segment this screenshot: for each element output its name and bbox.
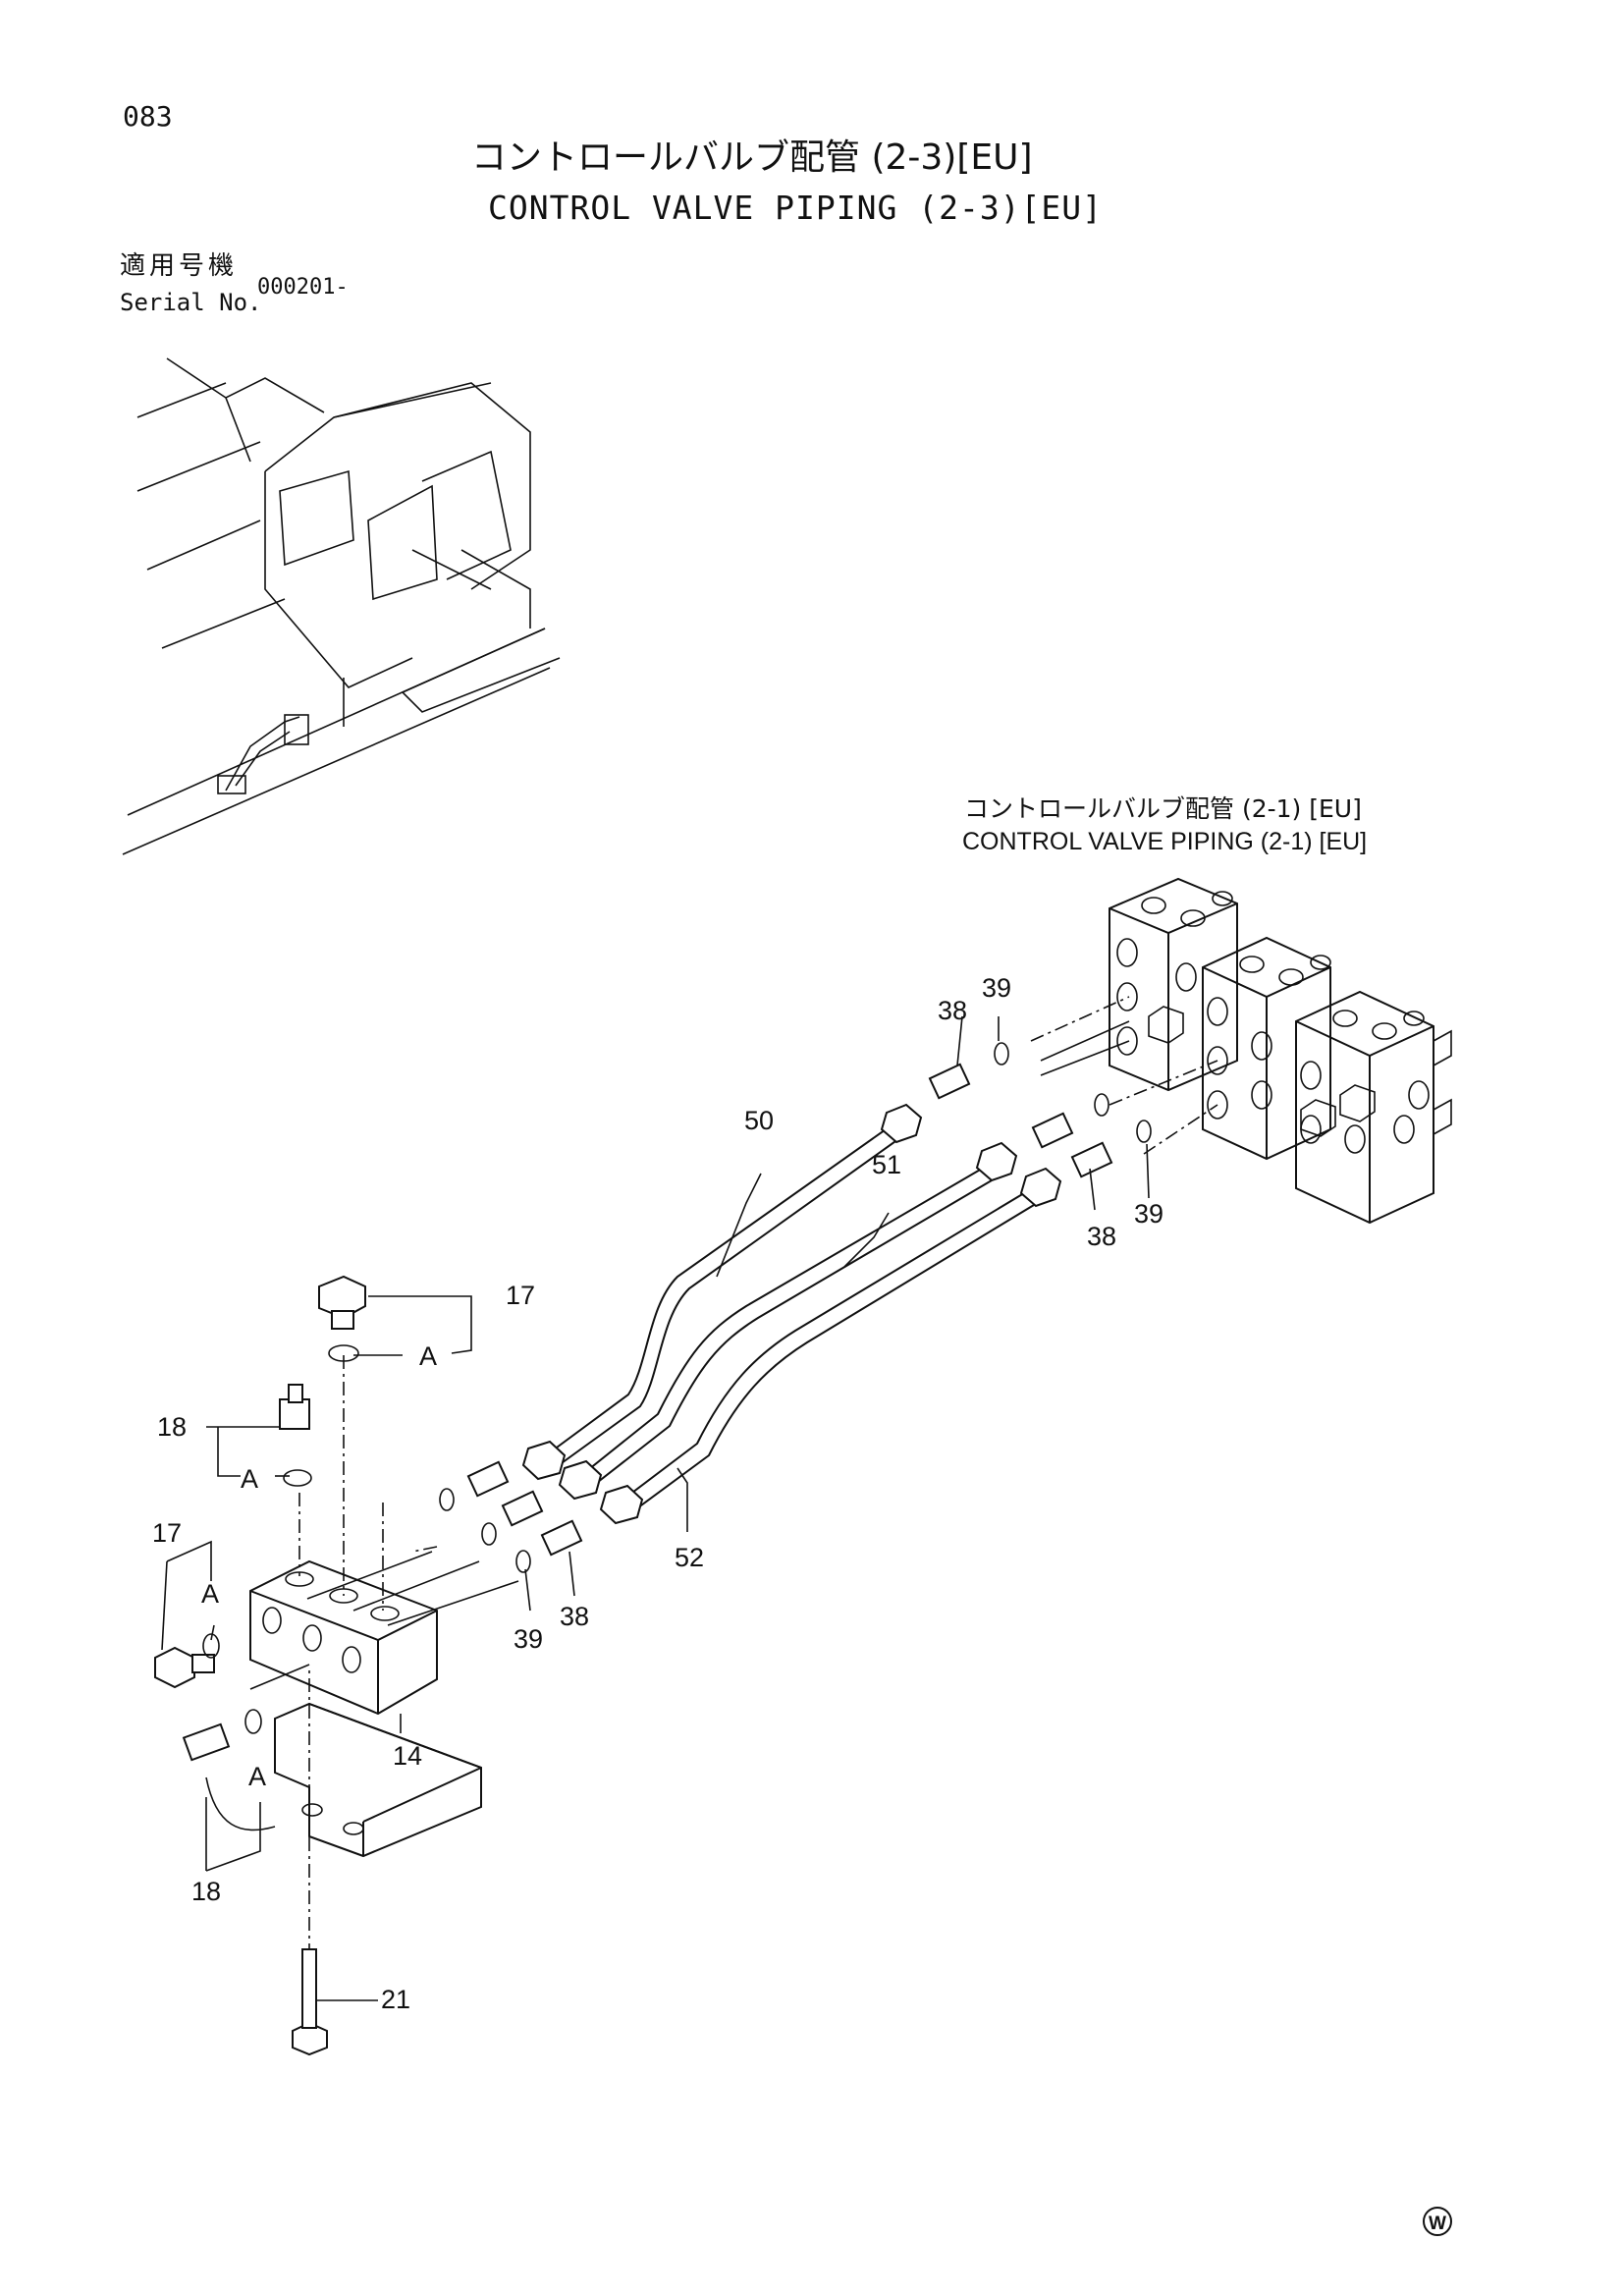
hose-assemblies	[521, 1103, 1062, 1525]
callout-38-upper: 38	[938, 996, 967, 1025]
callout-39-lower: 39	[514, 1624, 543, 1654]
callout-18-lower: 18	[191, 1877, 221, 1906]
callout-ref-a-left: A	[201, 1579, 219, 1609]
callout-18-upper: 18	[157, 1412, 187, 1442]
excavator-overview-illustration	[122, 357, 561, 855]
callout-50: 50	[744, 1106, 774, 1135]
serial-label-japanese: 適用号機	[120, 251, 239, 281]
callout-17-left: 17	[152, 1518, 182, 1548]
callout-51: 51	[872, 1150, 901, 1179]
adapters-and-o-rings	[439, 1042, 1152, 1573]
callout-38-right: 38	[1087, 1222, 1116, 1251]
callout-39-right: 39	[1134, 1199, 1163, 1229]
manifold-block-assembly	[154, 1275, 519, 2056]
callout-ref-a-middle: A	[241, 1464, 258, 1494]
footer-w-mark: W	[1423, 2207, 1452, 2236]
footer-mark-letter: W	[1429, 2214, 1446, 2234]
reference-title-english: CONTROL VALVE PIPING (2-1) [EU]	[962, 828, 1368, 855]
callout-14: 14	[393, 1741, 422, 1771]
reference-title-japanese: コントロールバルブ配管 (2-1) [EU]	[964, 794, 1362, 823]
callout-39-upper: 39	[982, 973, 1011, 1003]
callout-ref-a-lower: A	[248, 1762, 266, 1791]
page-title-japanese: コントロールバルブ配管 (2-3)[EU]	[471, 137, 1033, 178]
page-number: 083	[123, 100, 173, 133]
control-valve-stack	[1030, 877, 1452, 1225]
callout-labels: 50 51 52 38 39 38 39 38 39 17 17 18 18 1…	[152, 973, 1163, 2014]
callout-52: 52	[675, 1543, 704, 1572]
serial-label-english: Serial No.	[120, 289, 262, 316]
page-title-english: CONTROL VALVE PIPING (2-3)[EU]	[488, 189, 1104, 227]
serial-number-value: 000201-	[257, 275, 349, 300]
callout-38-lower: 38	[560, 1602, 589, 1631]
callout-21: 21	[381, 1985, 410, 2014]
callout-17-upper: 17	[506, 1281, 535, 1310]
callout-ref-a-upper: A	[419, 1341, 437, 1371]
callout-leader-lines	[161, 1015, 1150, 2001]
